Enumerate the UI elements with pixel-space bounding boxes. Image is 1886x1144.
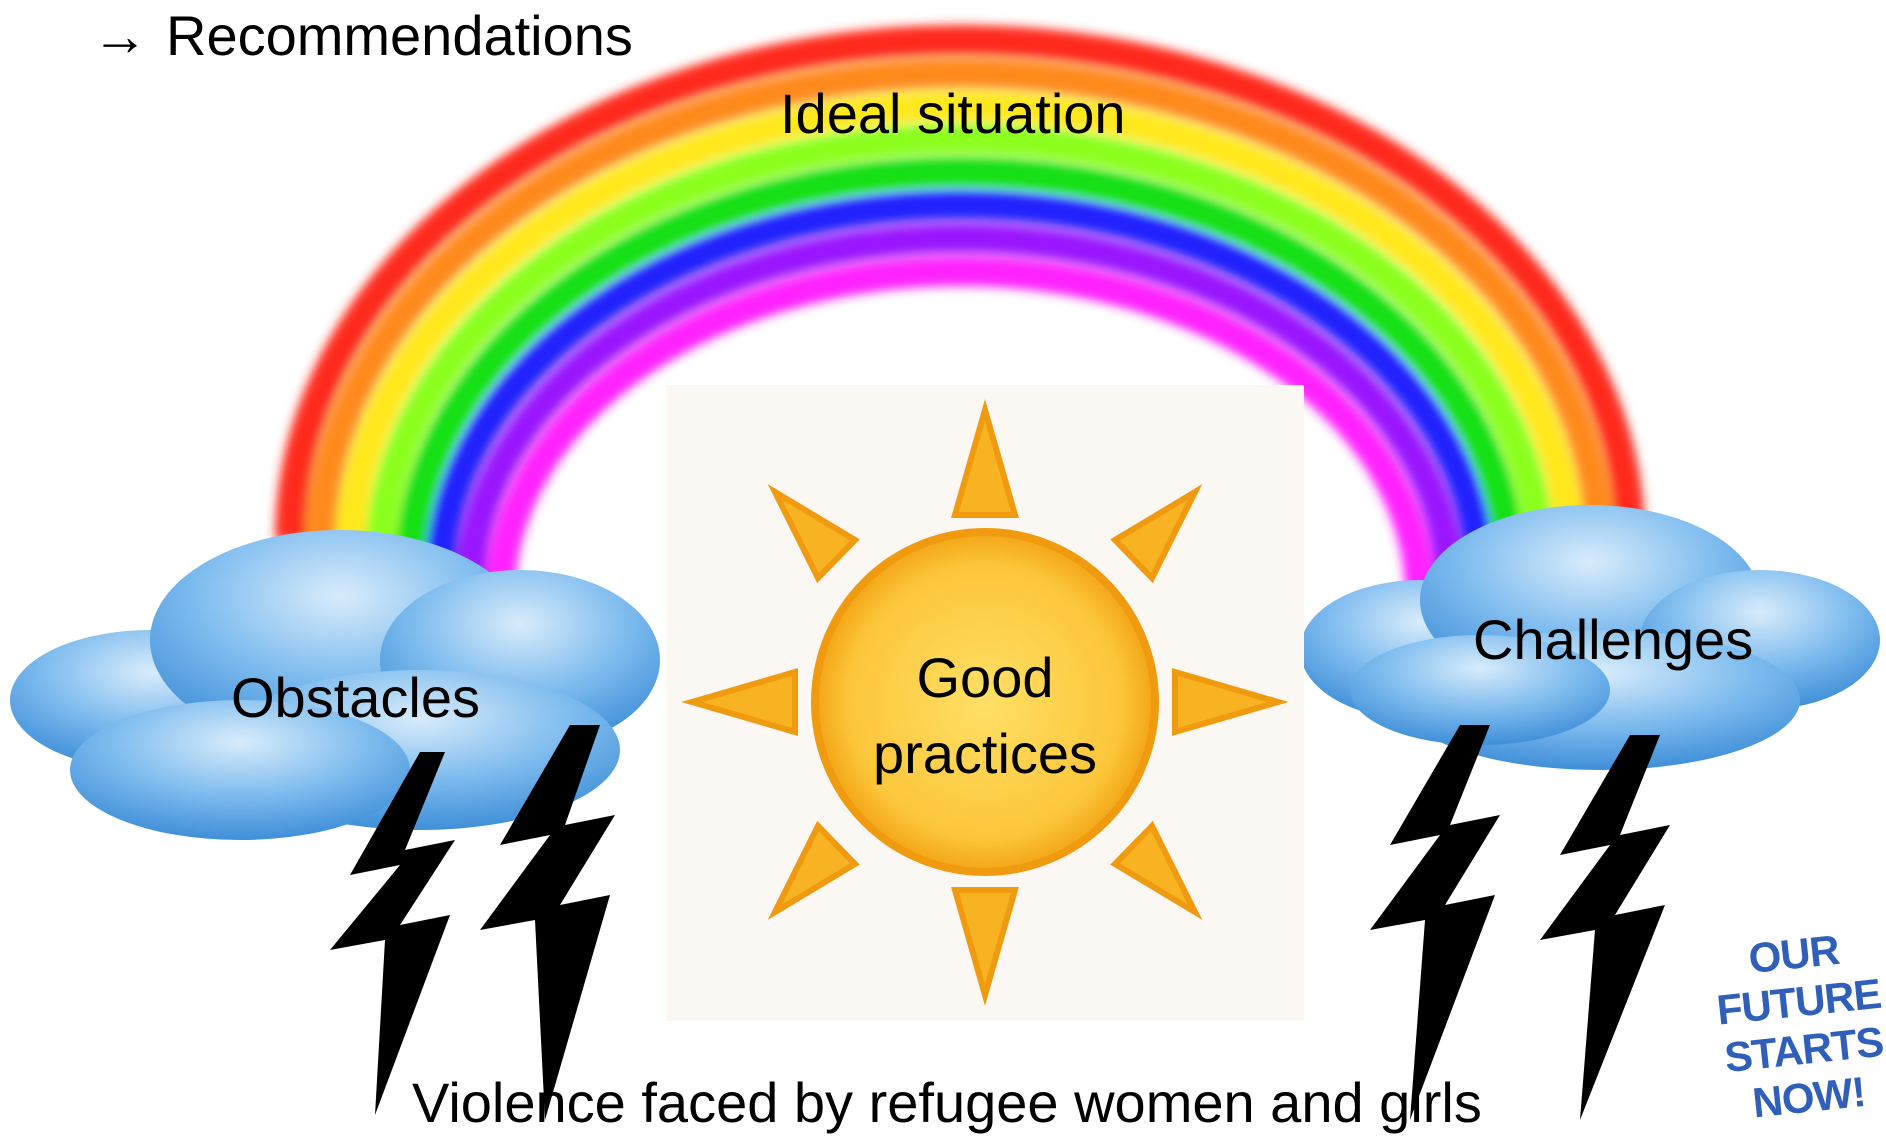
bolt-3 xyxy=(1370,725,1500,1120)
label-violence: Violence faced by refugee women and girl… xyxy=(412,1071,1482,1134)
cloud-right xyxy=(1300,505,1880,770)
bolt-2 xyxy=(480,725,615,1120)
lightning-bolts xyxy=(330,725,1670,1120)
our-future-starts-now-logo: OUR FUTURE STARTS NOW! xyxy=(1708,922,1886,1144)
sun xyxy=(681,399,1289,1006)
label-challenges: Challenges xyxy=(1473,608,1754,671)
heading-text: Recommendations xyxy=(166,4,633,67)
cloud-left xyxy=(10,530,660,840)
bolt-1 xyxy=(330,752,455,1115)
rainbow xyxy=(275,25,1645,597)
label-obstacles: Obstacles xyxy=(231,666,480,729)
label-good-practices: Good practices xyxy=(872,646,1098,785)
heading-recommendations: →Recommendations xyxy=(92,8,633,64)
bolt-4 xyxy=(1540,735,1670,1120)
arrow-right-icon: → xyxy=(92,4,148,67)
label-ideal-situation: Ideal situation xyxy=(780,82,1126,145)
